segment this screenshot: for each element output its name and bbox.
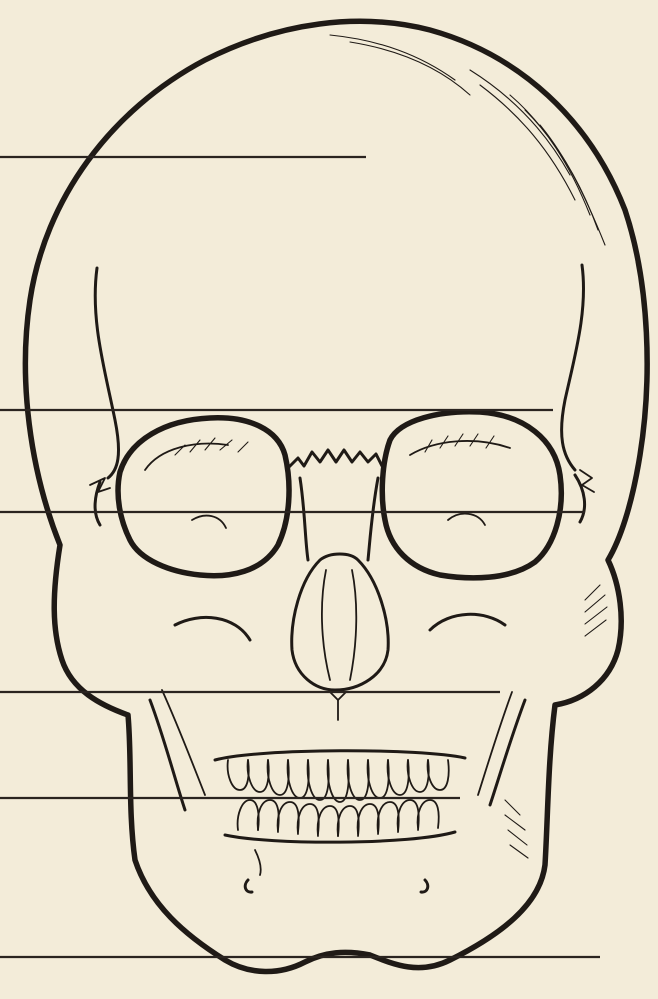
skull-front-view-icon — [25, 21, 647, 971]
